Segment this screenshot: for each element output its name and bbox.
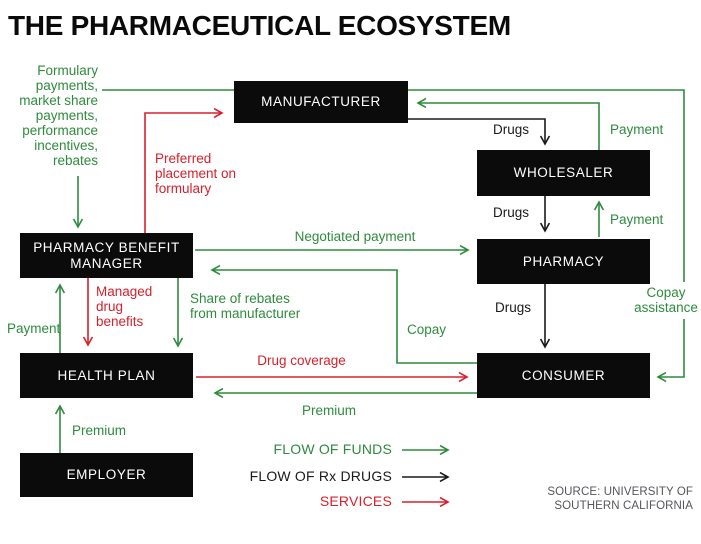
label-managed-drug-benefits: Managed drug benefits — [96, 284, 153, 329]
label-preferred-placement: Preferred placement on formulary — [155, 151, 237, 196]
label-payment-health-plan: Payment — [7, 321, 61, 336]
entity-box-pharmacy-benefit-manager: PHARMACY BENEFIT MANAGER — [20, 233, 193, 278]
label-drugs-1: Drugs — [492, 122, 529, 137]
label-premium-consumer: Premium — [302, 403, 357, 418]
drugs-line-manufacturer-to-wholesaler — [408, 118, 551, 146]
label-payment-wholesaler: Payment — [610, 122, 664, 137]
entity-box-consumer: CONSUMER — [477, 353, 650, 398]
label-share-of-rebates: Share of rebates from manufacturer — [190, 291, 301, 321]
label-drugs-3: Drugs — [494, 300, 531, 315]
services-line-preferred-placement-pbm-to-manufacturer — [144, 107, 224, 233]
label-copay: Copay — [407, 322, 447, 337]
label-drug-coverage: Drug coverage — [257, 353, 346, 368]
label-drugs-2: Drugs — [492, 205, 529, 220]
funds-line-wholesaler-payment-to-manufacturer — [416, 97, 600, 150]
label-copay-assistance: Copay assistance — [634, 285, 698, 315]
label-negotiated-payment: Negotiated payment — [294, 229, 416, 244]
source-credit: SOURCE: UNIVERSITY OF SOUTHERN CALIFORNI… — [547, 486, 693, 512]
entity-box-wholesaler: WHOLESALER — [477, 150, 650, 196]
entity-box-health-plan: HEALTH PLAN — [20, 353, 193, 398]
legend-flow-of-rx-drugs: FLOW OF Rx DRUGS — [249, 468, 392, 484]
entity-box-manufacturer: MANUFACTURER — [234, 81, 408, 123]
funds-line-copay-consumer-to-pbm — [210, 264, 477, 364]
entity-box-employer: EMPLOYER — [20, 453, 193, 497]
entity-box-pharmacy: PHARMACY — [477, 239, 650, 284]
page-title: THE PHARMACEUTICAL ECOSYSTEM — [8, 10, 511, 41]
label-formulary-payments: Formulary payments, market share payment… — [19, 63, 98, 168]
label-payment-pharmacy: Payment — [610, 212, 664, 227]
legend-flow-of-funds: FLOW OF FUNDS — [273, 441, 392, 457]
label-premium-employer: Premium — [72, 423, 127, 438]
legend-services: SERVICES — [319, 493, 392, 509]
